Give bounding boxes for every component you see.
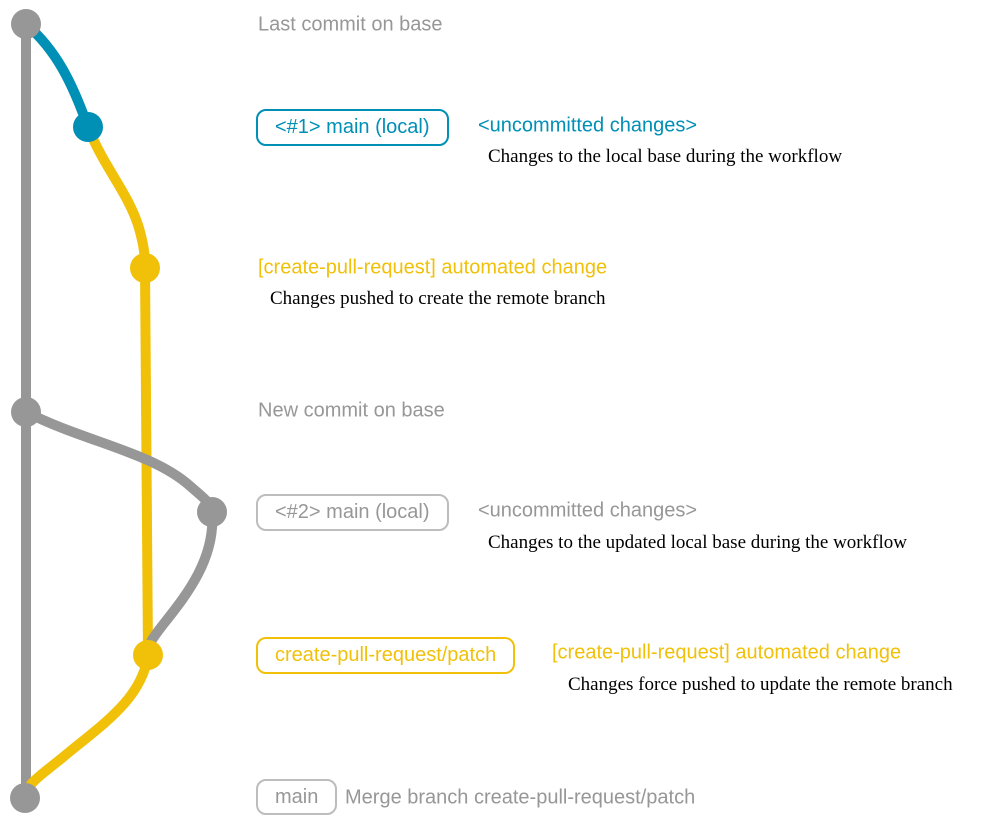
commit-dot-main-local-2: [197, 497, 227, 527]
commit-message-automated-change-1: [create-pull-request] automated change: [258, 256, 608, 279]
commit-dot-new-base: [11, 397, 41, 427]
gray-merge-line: [143, 511, 218, 656]
commit-description-main-local-1: Changes to the local base during the wor…: [488, 146, 843, 167]
commit-description-main-local-2: Changes to the updated local base during…: [488, 532, 907, 553]
commit-message-last-base: Last commit on base: [258, 13, 443, 36]
branch-label-main-local-2: <#2> main (local): [256, 494, 449, 531]
yellow-merge-line: [20, 654, 153, 800]
commit-dot-automated-change-1: [130, 253, 160, 283]
branch-label-main-local-1: <#1> main (local): [256, 109, 449, 146]
commit-description-automated-change-1: Changes pushed to create the remote bran…: [270, 288, 606, 309]
commit-message-main-local-2: <uncommitted changes>: [478, 499, 698, 522]
commit-message-automated-change-2: [create-pull-request] automated change: [552, 641, 902, 664]
commit-message-main-local-1: <uncommitted changes>: [478, 114, 698, 137]
commit-dot-main-local-1: [73, 112, 103, 142]
commit-dot-automated-change-2: [133, 640, 163, 670]
commit-description-automated-change-2: Changes force pushed to update the remot…: [568, 674, 953, 695]
commit-message-merge: Merge branch create-pull-request/patch: [345, 786, 696, 809]
commit-graph: [10, 9, 227, 813]
commit-dot-merge: [10, 783, 40, 813]
commit-dot-last-base: [11, 9, 41, 39]
yellow-branch-out-line: [83, 125, 150, 269]
blue-branch-out-line: [22, 20, 93, 129]
commit-message-new-base: New commit on base: [258, 399, 445, 422]
gray-branch-out-line: [23, 407, 217, 513]
branch-label-create-pull-request-patch: create-pull-request/patch: [256, 637, 516, 674]
branch-label-main: main: [256, 779, 338, 815]
